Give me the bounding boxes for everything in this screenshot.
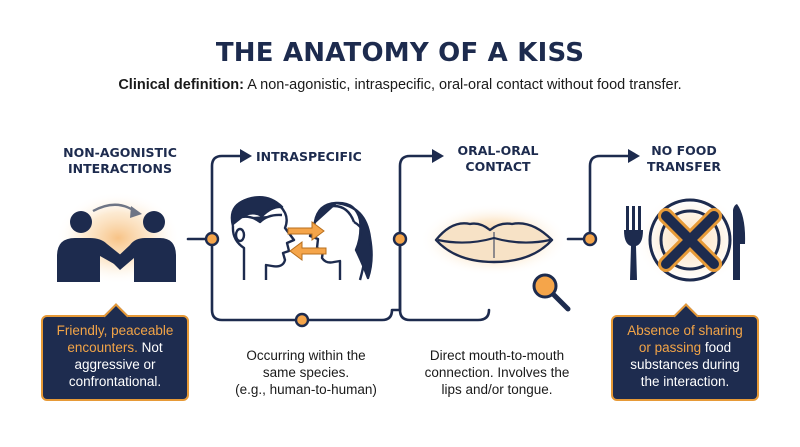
crossed-out-plate-icon [624,194,746,286]
stage-title-line: INTRASPECIFIC [256,149,362,164]
callout-highlight: Absence of sharing [627,323,743,338]
lips-icon [420,204,568,276]
caption-oral-oral: Direct mouth-to-mouth connection. Involv… [412,347,582,398]
callout-text: Absence of sharing or passing food subst… [619,322,751,390]
caption-line: same species. [262,365,350,380]
node-2 [294,312,310,328]
callout-highlight: or passing [638,340,702,355]
stage-title-line: ORAL-ORAL [457,143,539,158]
caption-line: connection. Involves the [424,365,570,380]
two-people-handshake-icon [56,192,180,284]
callout-non-agonistic: Friendly, peaceable encounters. Not aggr… [41,303,189,401]
callout-plain: aggressive or [74,357,156,372]
callout-plain: confrontational. [68,374,162,389]
caption-line: (e.g., human-to-human) [235,382,377,397]
clinical-definition: Clinical definition: A non-agonistic, in… [0,77,800,93]
stage-title-line: TRANSFER [647,159,721,174]
caption-intraspecific: Occurring within the same species. (e.g.… [226,347,386,398]
node-4 [582,231,598,247]
arrowhead-intraspecific [240,149,252,163]
stage-title-non-agonistic: NON-AGONISTIC INTERACTIONS [40,145,200,177]
arrowhead-oral-oral [432,149,444,163]
caption-line: Direct mouth-to-mouth [429,348,565,363]
two-faces-icon [230,196,373,281]
callout-plain: the interaction. [640,374,730,389]
callout-no-food: Absence of sharing or passing food subst… [611,303,759,401]
page-title: THE ANATOMY OF A KISS [215,38,585,68]
node-1 [204,231,220,247]
connector-nodes [204,231,598,328]
stage-title-line: INTERACTIONS [68,161,172,176]
exchange-arrows-icon [287,221,327,261]
arrowhead-no-food [628,149,640,163]
callout-plain: Not [141,340,163,355]
flow-connector [186,154,630,322]
stage-title-intraspecific: INTRASPECIFIC [256,149,376,165]
definition-label: Clinical definition: [118,77,244,93]
arrowheads [240,149,640,163]
definition-text: A non-agonistic, intraspecific, oral-ora… [247,77,682,93]
stage-title-line: NO FOOD [651,143,717,158]
callout-highlight: encounters. [67,340,138,355]
stage-title-line: NON-AGONISTIC [63,145,177,160]
callout-plain: food [704,340,732,355]
stage-title-line: CONTACT [465,159,531,174]
callout-highlight: Friendly, peaceable [56,323,174,338]
stage-title-no-food: NO FOOD TRANSFER [644,143,724,175]
node-3 [392,231,408,247]
stage-title-oral-oral: ORAL-ORAL CONTACT [448,143,548,175]
callout-plain: substances during [630,357,740,372]
caption-line: lips and/or tongue. [441,382,553,397]
magnifier-icon [532,273,571,312]
caption-line: Occurring within the [246,348,366,363]
callout-text: Friendly, peaceable encounters. Not aggr… [49,322,181,390]
